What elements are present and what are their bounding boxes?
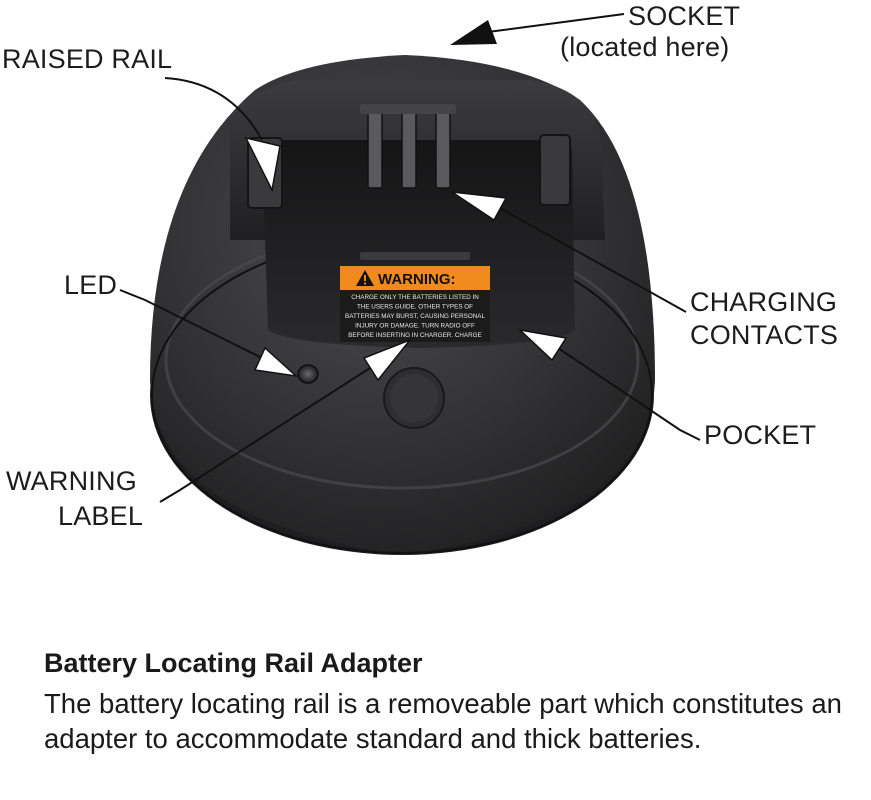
warning-label-callout bbox=[159, 338, 413, 503]
device-warning-line: BATTERIES MAY BURST, CAUSING PERSONAL bbox=[345, 313, 485, 320]
pocket bbox=[260, 140, 575, 348]
device-warning-line: BEFORE INSERTING IN CHARGER. CHARGE bbox=[348, 332, 482, 339]
label-led: LED bbox=[64, 270, 118, 300]
device-warning-header: WARNING: bbox=[378, 271, 456, 288]
label-pocket: POCKET bbox=[704, 420, 817, 450]
device-warning-line: THE USERS GUIDE. OTHER TYPES OF bbox=[357, 304, 473, 311]
device-warning-line: CHARGE ONLY THE BATTERIES LISTED IN bbox=[351, 294, 479, 301]
device-warning-label: WARNING: CHARGE ONLY THE BATTERIES LISTE… bbox=[340, 266, 490, 342]
charging-contacts-callout bbox=[451, 191, 687, 313]
pocket-ridge bbox=[360, 252, 470, 260]
caption-title: Battery Locating Rail Adapter bbox=[44, 648, 423, 678]
label-label: LABEL bbox=[58, 501, 144, 531]
raised-rail-callout bbox=[164, 77, 281, 193]
label-raised-rail: RAISED RAIL bbox=[2, 44, 173, 74]
label-socket: SOCKET bbox=[628, 1, 741, 31]
raised-rail-right bbox=[539, 134, 571, 206]
caption: Battery Locating Rail Adapter The batter… bbox=[44, 646, 864, 756]
device-warning-line: INJURY OR DAMAGE. TURN RADIO OFF bbox=[355, 323, 475, 330]
label-contacts: CONTACTS bbox=[690, 320, 839, 350]
led-callout bbox=[119, 289, 299, 378]
led bbox=[297, 364, 319, 384]
charger-diagram: WARNING: CHARGE ONLY THE BATTERIES LISTE… bbox=[119, 13, 701, 555]
label-warning: WARNING bbox=[6, 466, 137, 496]
socket-arrow bbox=[450, 13, 625, 45]
logo-emblem bbox=[383, 367, 445, 429]
caption-body: The battery locating rail is a removeabl… bbox=[44, 688, 842, 754]
label-socket-note: (located here) bbox=[560, 32, 730, 62]
charging-contacts bbox=[360, 104, 456, 189]
pocket-callout bbox=[517, 328, 701, 441]
label-charging: CHARGING bbox=[690, 287, 838, 317]
